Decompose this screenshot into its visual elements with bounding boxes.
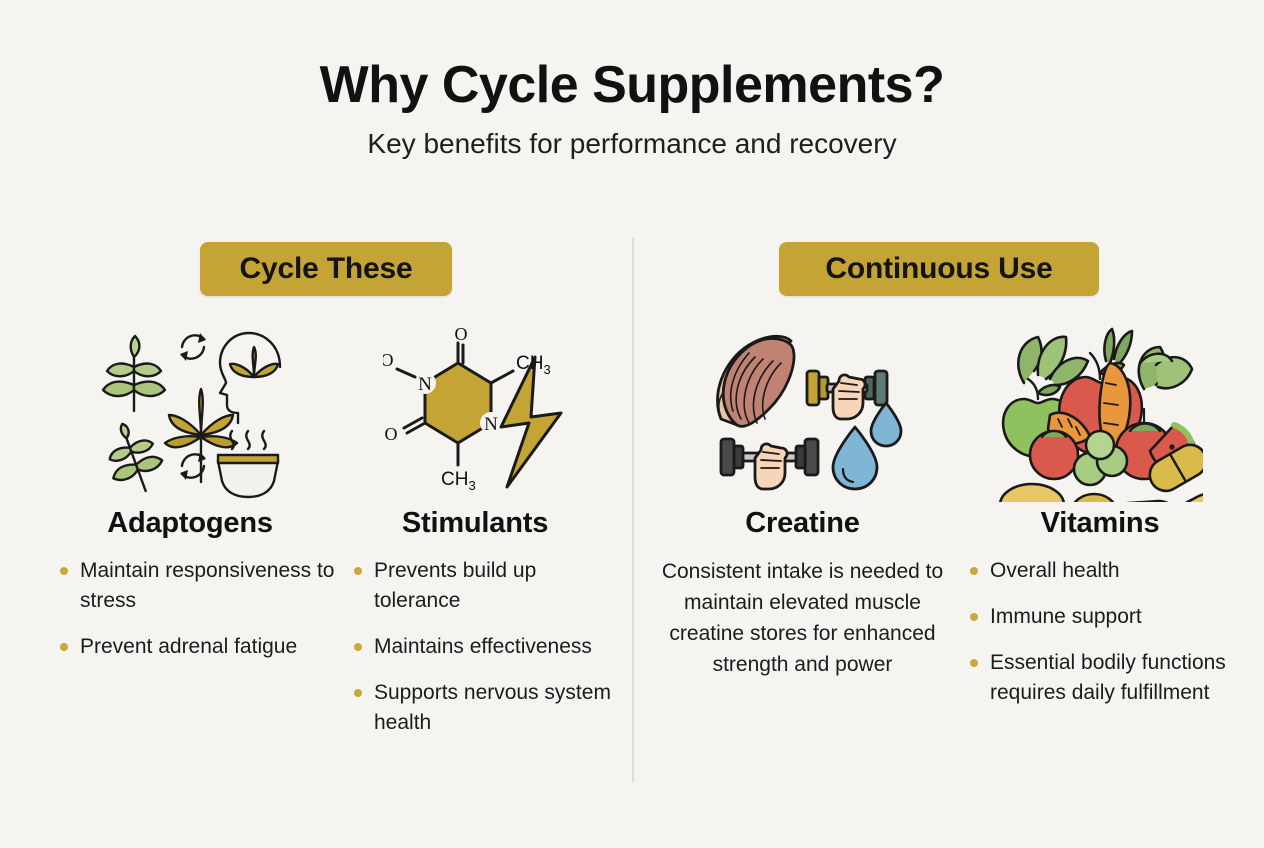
header: Why Cycle Supplements? Key benefits for … [0, 58, 1264, 159]
column-paragraph: Consistent intake is needed to maintain … [661, 560, 944, 677]
section-badge-cycle-these: Cycle These [200, 242, 452, 296]
bullet-list: Prevents build up tolerance Maintains ef… [352, 556, 616, 738]
list-item: Supports nervous system health [352, 678, 616, 738]
column-title: Vitamins [1040, 507, 1160, 539]
column-adaptogens: Adaptogens Maintain responsiveness to st… [40, 322, 340, 678]
bullet-list: Maintain responsiveness to stress Preven… [58, 556, 336, 662]
caffeine-molecule-lightning-icon: N N O O O CH3 CH3 [383, 327, 562, 493]
muscle-dumbbell-water-icon [715, 334, 902, 491]
section-badge-label: Continuous Use [825, 252, 1053, 285]
list-item: Immune support [968, 602, 1246, 632]
column-body: Prevents build up tolerance Maintains ef… [330, 556, 620, 738]
list-item: Essential bodily functions requires dail… [968, 648, 1246, 708]
atom-label-n: N [484, 414, 498, 435]
creatine-icon-wrap [650, 322, 955, 507]
page-title: Why Cycle Supplements? [319, 56, 945, 114]
adaptogens-icon-wrap [40, 322, 340, 507]
list-item: Maintains effectiveness [352, 632, 616, 662]
atom-label-o: O [383, 350, 394, 370]
herbs-leaf-cycle-head-bowl-icon [101, 331, 282, 499]
stimulants-icon-wrap: N N O O O CH3 CH3 [330, 322, 620, 507]
fruits-vegetables-pills-icon [998, 327, 1203, 502]
column-title: Adaptogens [107, 507, 273, 539]
section-badge-continuous-use: Continuous Use [779, 242, 1099, 296]
column-creatine: Creatine Consistent intake is needed to … [650, 322, 955, 680]
vitamins-icon-wrap [950, 322, 1250, 507]
page-subtitle: Key benefits for performance and recover… [367, 127, 897, 159]
columns-container: Adaptogens Maintain responsiveness to st… [0, 322, 1264, 792]
column-stimulants: N N O O O CH3 CH3 Stimulants [330, 322, 620, 754]
section-badge-label: Cycle These [239, 252, 413, 285]
bullet-list: Overall health Immune support Essential … [968, 556, 1246, 708]
list-item: Maintain responsiveness to stress [58, 556, 336, 616]
list-item: Prevent adrenal fatigue [58, 632, 336, 662]
column-body: Consistent intake is needed to maintain … [650, 556, 955, 680]
atom-label-o: O [384, 424, 397, 444]
group-label-ch3: CH3 [516, 353, 551, 377]
column-body: Maintain responsiveness to stress Preven… [40, 556, 340, 662]
column-title: Stimulants [401, 507, 549, 539]
list-item: Overall health [968, 556, 1246, 586]
section-divider [632, 237, 634, 782]
column-body: Overall health Immune support Essential … [950, 556, 1250, 708]
atom-label-n: N [418, 374, 432, 395]
list-item: Prevents build up tolerance [352, 556, 616, 616]
column-vitamins: Vitamins Overall health Immune support E… [950, 322, 1250, 724]
column-title: Creatine [745, 507, 860, 539]
group-label-ch3: CH3 [441, 469, 476, 493]
atom-label-o: O [454, 327, 467, 344]
